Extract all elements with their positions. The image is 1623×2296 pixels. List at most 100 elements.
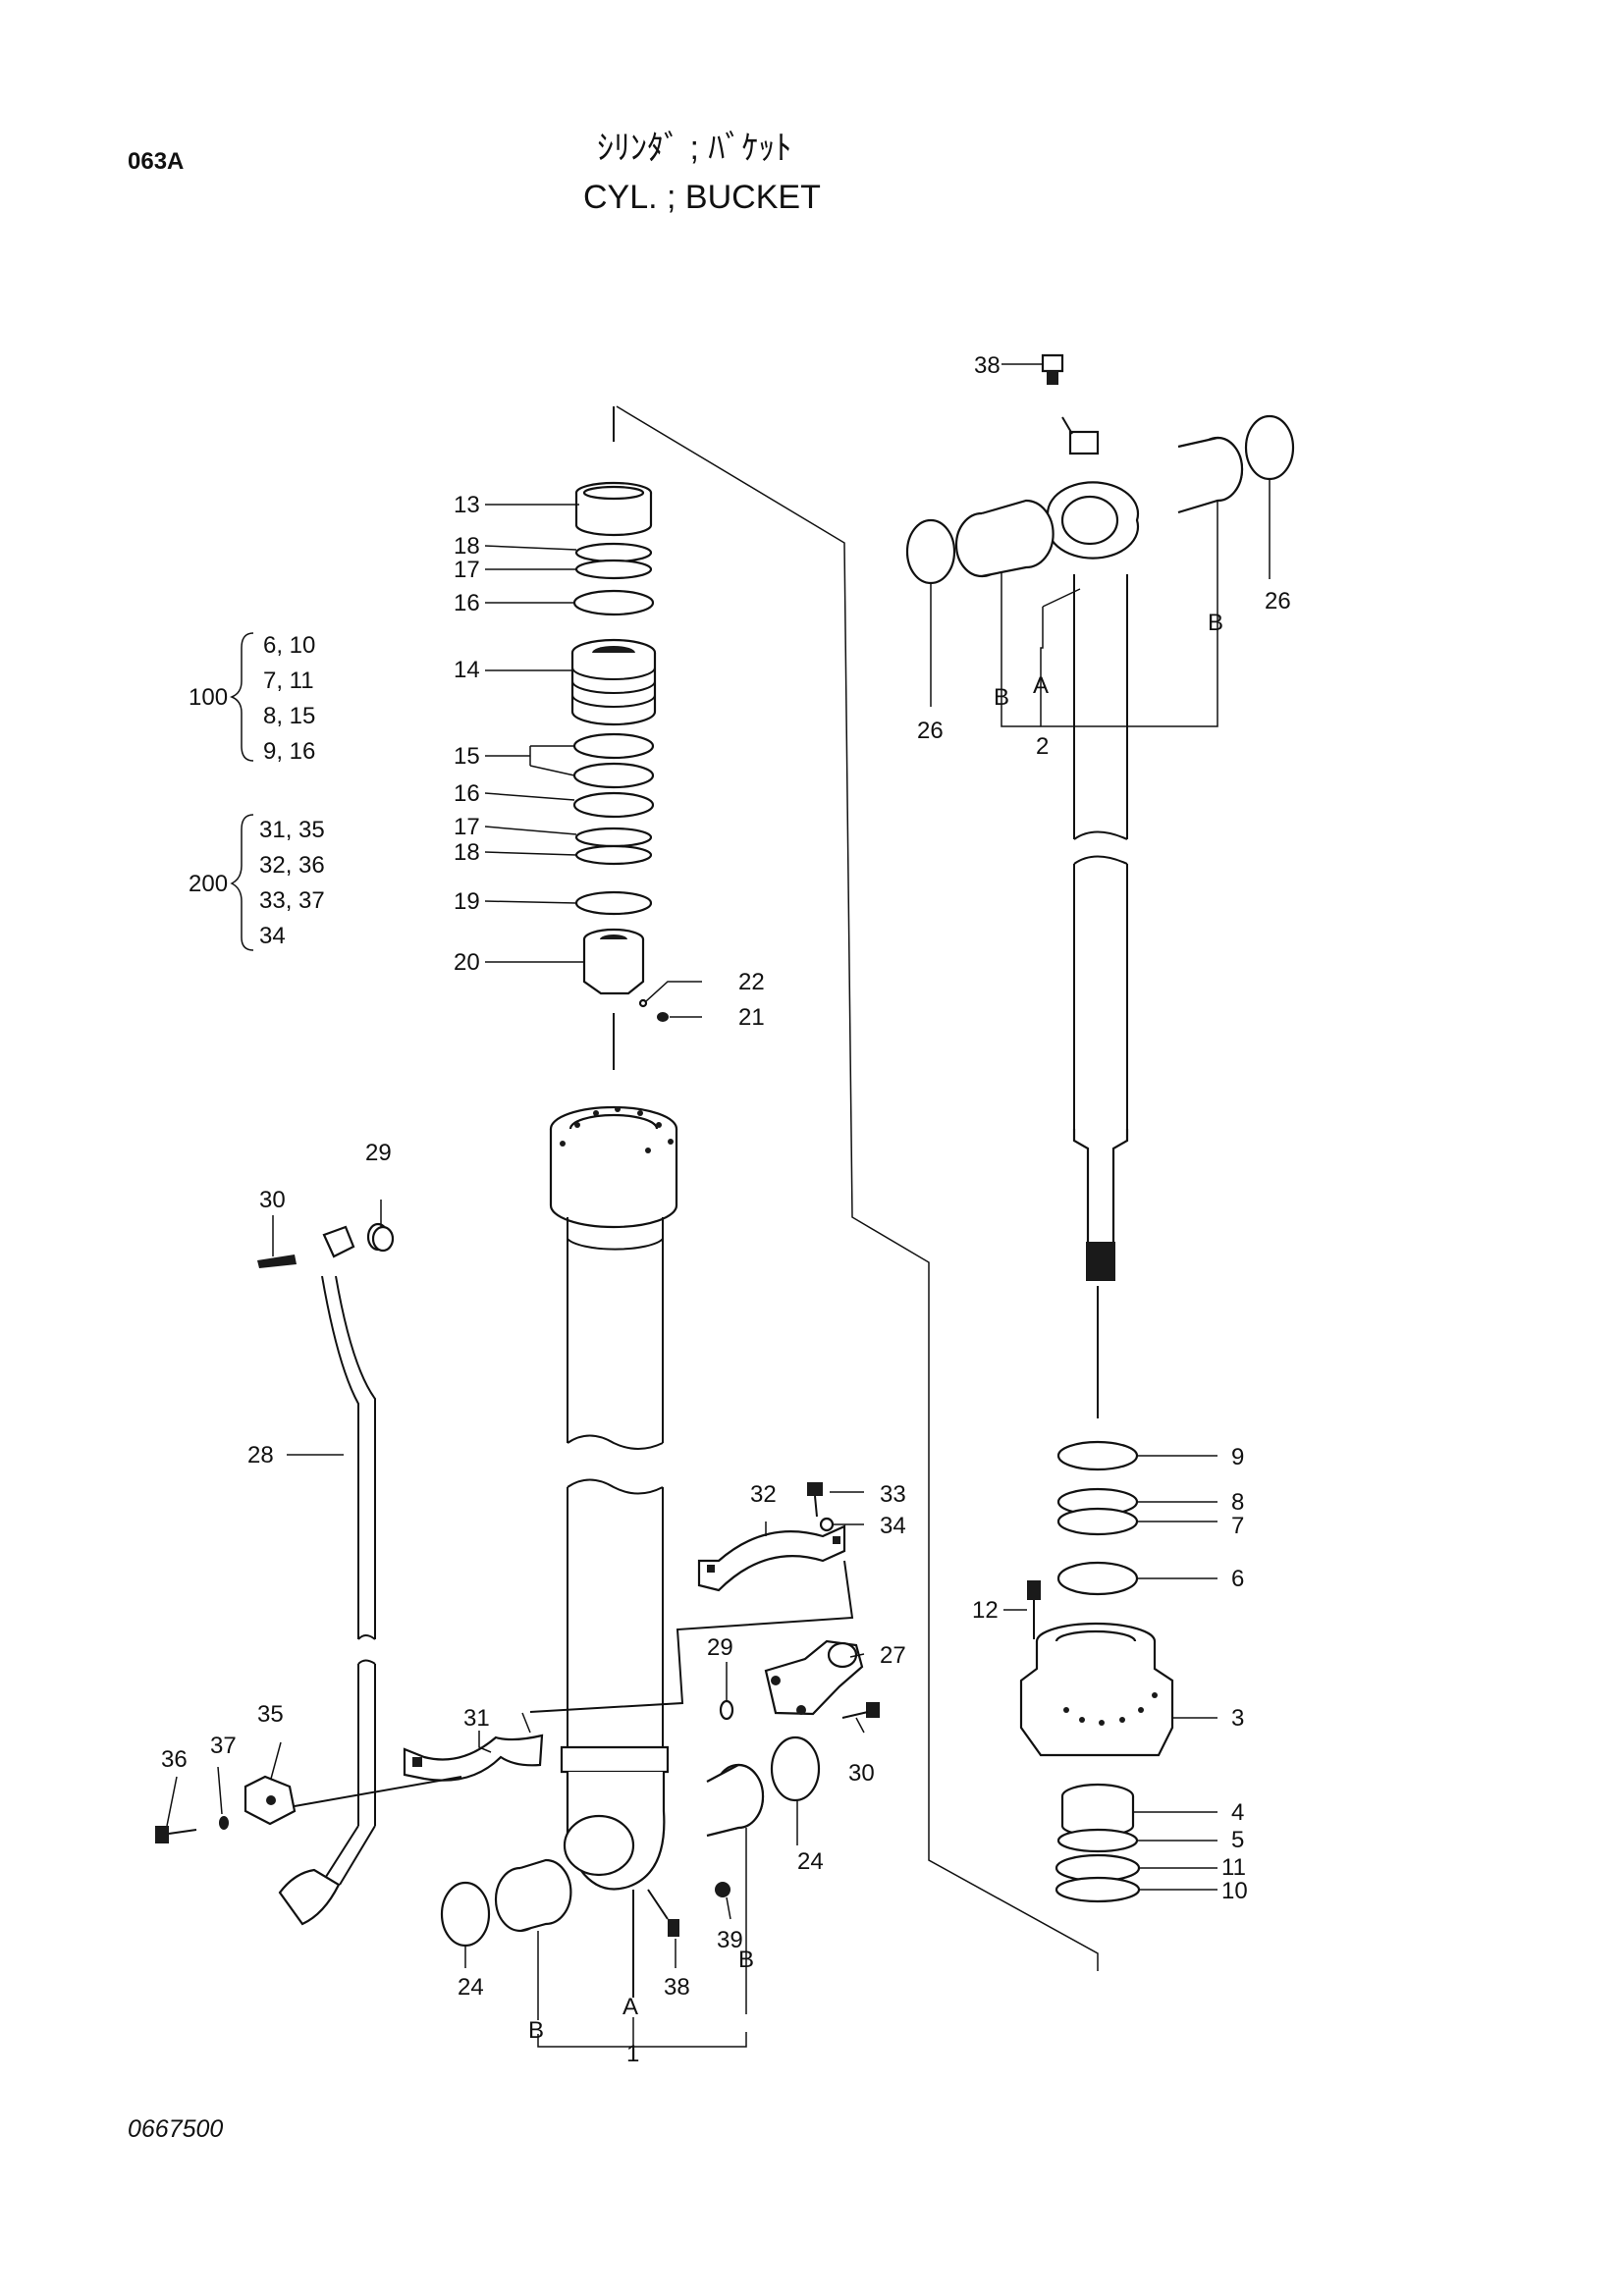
leader-lines: [166, 363, 1271, 2061]
callout-20: 20: [454, 949, 480, 976]
cylinder-tube-1: [549, 1105, 678, 1891]
callout-9: 9: [1231, 1444, 1244, 1470]
piston-rod-2: [1046, 430, 1140, 1281]
fitting-axis-line: [647, 1889, 669, 1920]
group-100-number: 100: [189, 684, 228, 711]
callout-29-top: 29: [365, 1140, 392, 1166]
flange-27: [764, 1639, 864, 1716]
plug-39: [715, 1882, 730, 1897]
callout-19: 19: [454, 888, 480, 915]
callout-14: 14: [454, 657, 480, 683]
washer-37: [219, 1816, 229, 1830]
marker-b-tube-right: B: [738, 1947, 754, 1973]
marker-a-tube: A: [622, 1994, 638, 2020]
group-200-member: 31, 35: [259, 817, 325, 843]
marker-b-rod-right: B: [1208, 610, 1223, 636]
seal-24-right: [770, 1735, 821, 1802]
seal-26-right: [1244, 414, 1295, 481]
callout-21: 21: [738, 1004, 765, 1031]
bracket-35: [243, 1775, 297, 1826]
callout-8: 8: [1231, 1489, 1244, 1516]
callout-7: 7: [1231, 1513, 1244, 1539]
callout-1: 1: [626, 2041, 639, 2067]
ring-19: [574, 890, 653, 916]
group-100-member: 9, 16: [263, 738, 315, 765]
callout-16: 16: [454, 780, 480, 807]
callout-2: 2: [1036, 733, 1049, 760]
nut-20: [582, 928, 645, 995]
ring-29-right: [719, 1699, 734, 1721]
callout-6: 6: [1231, 1566, 1244, 1592]
piston-14: [570, 638, 657, 726]
bolt-12: [1027, 1580, 1041, 1639]
callout-38-bottom: 38: [664, 1974, 690, 2001]
marker-a-rod: A: [1033, 672, 1049, 699]
marker-b-rod-left: B: [994, 684, 1009, 711]
drawing-number: 0667500: [128, 2115, 223, 2143]
group-200-number: 200: [189, 871, 228, 897]
title-japanese: ｼﾘﾝﾀﾞ ; ﾊﾞｹｯﾄ: [597, 130, 791, 167]
clamp-31-axis: [521, 1712, 531, 1734]
callout-30-right: 30: [848, 1760, 875, 1787]
ring-16-lower: [572, 791, 655, 819]
ball-22: [638, 998, 648, 1008]
assembly-path-line: [616, 405, 1099, 1971]
bolt-36: [155, 1826, 197, 1843]
callout-30-top: 30: [259, 1187, 286, 1213]
callout-12: 12: [972, 1597, 999, 1624]
pipe-28: [278, 1222, 390, 1926]
seal-24-left: [440, 1881, 491, 1948]
clamp-32: [697, 1524, 846, 1592]
clamp-31: [403, 1734, 544, 1782]
grease-axis-line: [1061, 416, 1073, 435]
ring-10: [1055, 1876, 1141, 1903]
bolt-30-right: [841, 1702, 880, 1719]
group-100: 100 6, 10 7, 11 8, 15 9, 16: [189, 632, 315, 765]
group-100-member: 6, 10: [263, 632, 315, 659]
callout-4: 4: [1231, 1799, 1244, 1826]
callout-24-left: 24: [458, 1974, 484, 2001]
callout-32: 32: [750, 1481, 777, 1508]
marker-b-tube-left: B: [528, 2017, 544, 2044]
seal-26-left: [905, 518, 956, 585]
ring-5: [1056, 1828, 1139, 1853]
callout-labels: 13 18 17 16 14 15 16 17 18 19 20 22 21 3…: [161, 352, 1291, 2067]
callout-13: 13: [454, 492, 480, 518]
page-code: 063A: [128, 148, 184, 175]
callout-36: 36: [161, 1746, 188, 1773]
callout-29-right: 29: [707, 1634, 733, 1661]
callout-37: 37: [210, 1733, 237, 1759]
rod-head-3: [1019, 1622, 1174, 1757]
group-100-member: 7, 11: [263, 667, 314, 694]
group-200-brace: [230, 814, 254, 951]
bolt-33-34: [807, 1482, 835, 1532]
grease-fitting-38-top: [1041, 353, 1064, 385]
group-100-member: 8, 15: [263, 703, 315, 729]
clamp-32-axis: [529, 1560, 854, 1713]
ring-18-lower: [574, 844, 653, 866]
callout-16: 16: [454, 590, 480, 616]
callout-24-right: 24: [797, 1848, 824, 1875]
bushing-tube-left: [494, 1858, 572, 1933]
ring-17-lower: [574, 827, 653, 848]
ring-17-upper: [574, 559, 653, 580]
seal-13: [574, 481, 653, 537]
bushing-4: [1060, 1783, 1135, 1838]
bracket-axis-line: [294, 1776, 462, 1807]
ring-18-upper: [574, 542, 653, 563]
callout-17: 17: [454, 814, 480, 840]
callout-18: 18: [454, 533, 480, 560]
callout-34: 34: [880, 1513, 906, 1539]
callout-31: 31: [463, 1705, 490, 1732]
bushing-rod-right: [1177, 436, 1244, 514]
ring-15-upper: [572, 732, 655, 760]
callout-5: 5: [1231, 1827, 1244, 1853]
grease-fitting-38-bottom: [668, 1919, 679, 1937]
callout-26-right: 26: [1265, 588, 1291, 614]
group-200-member: 32, 36: [259, 852, 325, 879]
bushing-tube-right: [706, 1763, 765, 1838]
callout-10: 10: [1221, 1878, 1248, 1904]
seal-8-7: [1056, 1487, 1139, 1536]
ring-6: [1056, 1561, 1139, 1596]
title-english: CYL. ; BUCKET: [583, 179, 821, 216]
